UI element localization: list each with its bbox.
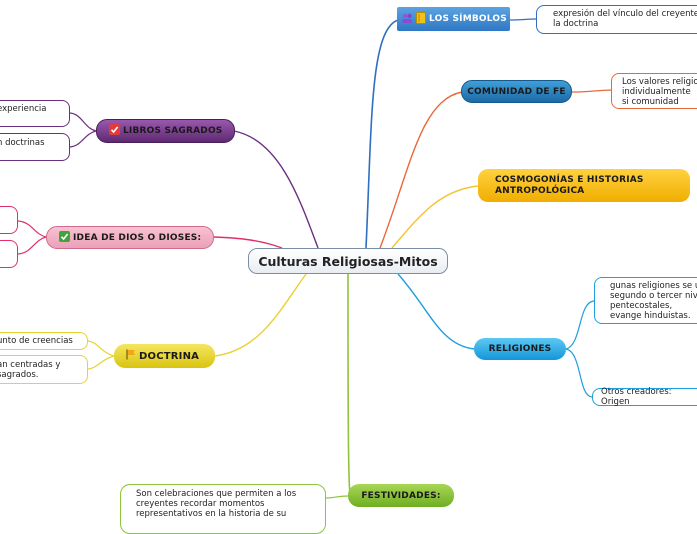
check-icon <box>109 124 120 138</box>
link-idea-leaf1 <box>17 220 47 238</box>
link-religiones-leaf2 <box>565 348 593 398</box>
central-topic[interactable]: Culturas Religiosas-Mitos <box>248 248 448 274</box>
book-icon <box>416 11 426 27</box>
topic-doctrina[interactable]: DOCTRINA <box>114 344 215 368</box>
leaf-simbolos-1-text: expresión del vínculo del creyente la do… <box>553 9 697 29</box>
link-idea <box>213 236 283 249</box>
link-festividades <box>347 273 351 495</box>
leaf-doctrina-2-text: an centradas y sagrados. <box>0 360 61 380</box>
link-cosmogonias <box>391 185 479 249</box>
topic-cosmogonias[interactable]: COSMOGONÍAS E HISTORIAS ANTROPOLÓGICA <box>478 169 690 202</box>
leaf-doctrina-1-text: unto de creencias <box>0 336 73 346</box>
leaf-religiones-2-text: Otros creadores: Origen <box>601 387 672 407</box>
link-religiones-leaf1 <box>565 300 595 350</box>
leaf-festividades-1-text: Son celebraciones que permiten a los cre… <box>136 489 297 519</box>
link-doctrina <box>214 273 307 357</box>
link-religiones <box>397 273 475 350</box>
topic-religiones-label: RELIGIONES <box>488 344 552 354</box>
topic-cosmogonias-label: COSMOGONÍAS E HISTORIAS ANTROPOLÓGICA <box>495 174 644 196</box>
leaf-libros-1-text: experiencia <box>0 104 47 114</box>
leaf-comunidad-1-text: Los valores religio individualmente si c… <box>622 77 697 107</box>
leaf-religiones-1-text: gunas religiones se ul segundo o tercer … <box>610 281 697 321</box>
connector-lines <box>17 18 613 499</box>
leaf-libros-2[interactable]: n doctrinas <box>0 133 70 161</box>
link-comunidad <box>379 91 463 249</box>
link-simbolos <box>365 19 399 249</box>
people-icon <box>401 12 413 27</box>
topic-simbolos[interactable]: LOS SÍMBOLOS <box>397 7 510 31</box>
link-doctrina-leaf2 <box>87 355 115 370</box>
leaf-libros-1[interactable]: experiencia <box>0 100 70 127</box>
leaf-doctrina-2[interactable]: an centradas y sagrados. <box>0 355 88 384</box>
leaf-religiones-2[interactable]: Otros creadores: Origen <box>592 387 697 407</box>
leaf-idea-2 <box>0 240 18 268</box>
topic-comunidad[interactable]: COMUNIDAD DE FE <box>461 80 572 103</box>
link-comunidad-leaf <box>571 89 613 93</box>
link-festividades-leaf <box>325 495 349 499</box>
link-simbolos-leaf <box>509 18 537 21</box>
flag-icon <box>126 349 136 363</box>
leaf-comunidad-1[interactable]: Los valores religio individualmente si c… <box>611 73 697 109</box>
leaf-simbolos-1[interactable]: expresión del vínculo del creyente la do… <box>536 5 697 34</box>
link-libros <box>233 130 319 249</box>
link-idea-leaf2 <box>17 236 47 255</box>
leaf-idea-1 <box>0 206 18 234</box>
topic-doctrina-label: DOCTRINA <box>139 350 200 362</box>
leaf-libros-2-text: n doctrinas <box>0 138 45 148</box>
topic-festividades[interactable]: FESTIVIDADES: <box>348 484 454 507</box>
leaf-festividades-1[interactable]: Son celebraciones que permiten a los cre… <box>120 484 326 534</box>
topic-religiones[interactable]: RELIGIONES <box>474 338 566 360</box>
link-libros-leaf2 <box>69 130 97 148</box>
link-doctrina-leaf1 <box>87 340 115 357</box>
topic-libros-label: LIBROS SAGRADOS <box>123 126 223 136</box>
leaf-religiones-1[interactable]: gunas religiones se ul segundo o tercer … <box>594 277 697 324</box>
topic-idea[interactable]: IDEA DE DIOS O DIOSES: <box>46 226 214 249</box>
topic-festividades-label: FESTIVIDADES: <box>361 490 441 501</box>
link-libros-leaf1 <box>69 112 97 132</box>
check-icon <box>59 230 70 245</box>
topic-comunidad-label: COMUNIDAD DE FE <box>467 86 566 97</box>
topic-idea-label: IDEA DE DIOS O DIOSES: <box>73 232 202 243</box>
leaf-doctrina-1[interactable]: unto de creencias <box>0 332 88 350</box>
topic-simbolos-label: LOS SÍMBOLOS <box>429 14 507 24</box>
topic-libros[interactable]: LIBROS SAGRADOS <box>96 119 235 143</box>
central-topic-title: Culturas Religiosas-Mitos <box>258 253 438 269</box>
